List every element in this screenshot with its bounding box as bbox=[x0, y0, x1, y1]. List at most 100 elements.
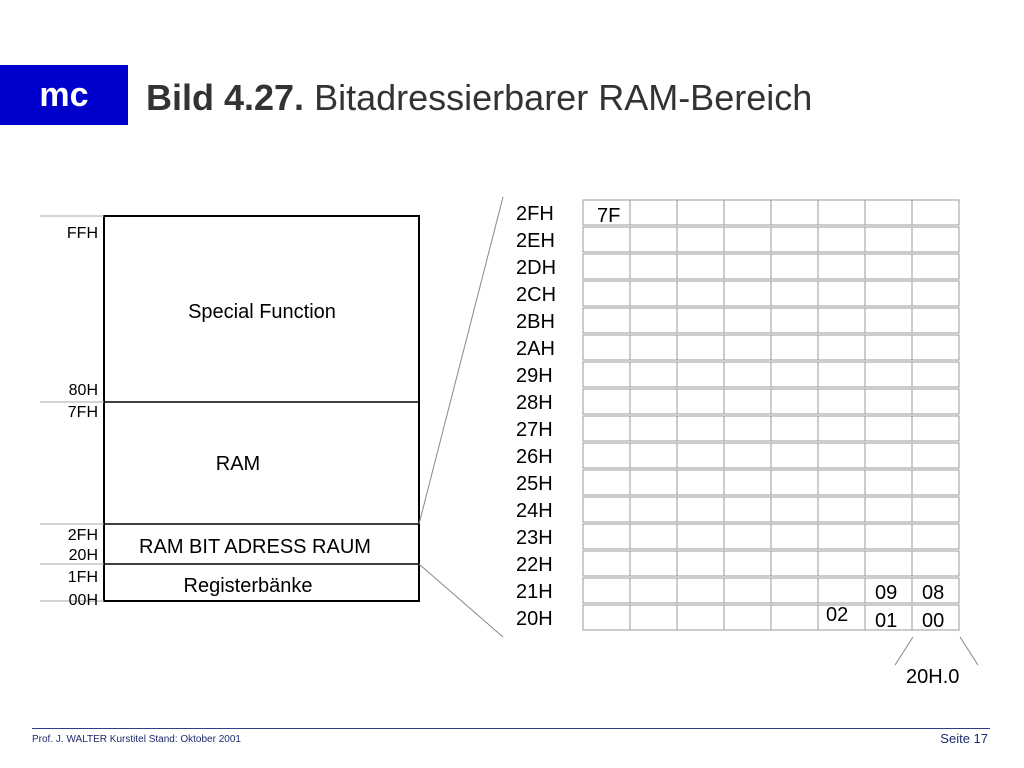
byte-address-label: 25H bbox=[516, 473, 553, 495]
bit-cell bbox=[817, 577, 866, 604]
region-label: RAM BIT ADRESS RAUM bbox=[139, 536, 371, 558]
bit-cell bbox=[582, 361, 631, 388]
bit-cell bbox=[864, 334, 913, 361]
bit-cell bbox=[629, 307, 678, 334]
logo: mc bbox=[0, 65, 128, 125]
bit-cell bbox=[676, 604, 725, 631]
bit-cell bbox=[817, 280, 866, 307]
bit-cell bbox=[629, 442, 678, 469]
bit-cell bbox=[770, 496, 819, 523]
bit-cell bbox=[864, 307, 913, 334]
bit-cell bbox=[582, 253, 631, 280]
bit-cell bbox=[723, 334, 772, 361]
bit-cell bbox=[723, 307, 772, 334]
bit-cell bbox=[629, 253, 678, 280]
bit-cell bbox=[676, 496, 725, 523]
byte-address-label: 2DH bbox=[516, 257, 556, 279]
bit-grid: 2FH2EH2DH2CH2BH2AH29H28H27H26H25H24H23H2… bbox=[516, 199, 960, 631]
byte-address-label: 2BH bbox=[516, 311, 555, 333]
bit-cell bbox=[864, 199, 913, 226]
bit-cell bbox=[723, 577, 772, 604]
bit-cell bbox=[770, 280, 819, 307]
footer-divider bbox=[32, 728, 990, 729]
byte-address-label: 2CH bbox=[516, 284, 556, 306]
bit-cell bbox=[723, 496, 772, 523]
bit-cell bbox=[770, 604, 819, 631]
bit-cell bbox=[723, 442, 772, 469]
bit-cell bbox=[911, 334, 960, 361]
address-label: FFH bbox=[67, 225, 98, 242]
bit-cell bbox=[817, 253, 866, 280]
bit-cell bbox=[676, 577, 725, 604]
byte-address-label: 23H bbox=[516, 527, 553, 549]
bit-cell bbox=[817, 550, 866, 577]
bit-cell bbox=[911, 442, 960, 469]
bit-cell bbox=[676, 550, 725, 577]
memory-map: FFH 80H 7FH 2FH 20H 1FH 00H Special Func… bbox=[40, 215, 420, 609]
bit-cell-08: 08 bbox=[922, 582, 944, 604]
bit-cell bbox=[770, 334, 819, 361]
bit-cell bbox=[676, 226, 725, 253]
bit-cell bbox=[817, 199, 866, 226]
bit-cell bbox=[911, 469, 960, 496]
bit-cell bbox=[676, 334, 725, 361]
bit-cell bbox=[770, 577, 819, 604]
bit-cell bbox=[582, 334, 631, 361]
bit-cell bbox=[676, 307, 725, 334]
bit-cell-02: 02 bbox=[826, 604, 848, 626]
bit-cell bbox=[629, 280, 678, 307]
byte-address-label: 20H bbox=[516, 608, 553, 630]
bit-cell-00: 00 bbox=[922, 610, 944, 632]
address-label: 1FH bbox=[68, 569, 98, 586]
bit-cell bbox=[723, 388, 772, 415]
bit-cell bbox=[911, 604, 960, 631]
bit-cell bbox=[817, 307, 866, 334]
bit-cell bbox=[723, 469, 772, 496]
bit-cell bbox=[629, 577, 678, 604]
title-number: Bild 4.27. bbox=[146, 77, 305, 118]
bit-cell bbox=[582, 388, 631, 415]
bit-cell bbox=[770, 469, 819, 496]
byte-address-label: 2EH bbox=[516, 230, 555, 252]
page-number: Seite 17 bbox=[940, 731, 988, 746]
bit-cell bbox=[582, 496, 631, 523]
bit-cell bbox=[911, 280, 960, 307]
bit-cell bbox=[723, 253, 772, 280]
bit-cell-01: 01 bbox=[875, 610, 897, 632]
bit-cell bbox=[582, 442, 631, 469]
byte-address-label: 22H bbox=[516, 554, 553, 576]
bit-cell bbox=[911, 550, 960, 577]
bit-pointer-line bbox=[894, 636, 914, 666]
byte-address-label: 26H bbox=[516, 446, 553, 468]
bit-cell bbox=[723, 523, 772, 550]
bit-cell bbox=[676, 253, 725, 280]
bit-cell bbox=[629, 199, 678, 226]
bit-cell bbox=[582, 226, 631, 253]
byte-address-label: 29H bbox=[516, 365, 553, 387]
bit-cell bbox=[817, 388, 866, 415]
bit-cell bbox=[817, 469, 866, 496]
bit-cell bbox=[911, 226, 960, 253]
bit-cell bbox=[582, 415, 631, 442]
bit-cell bbox=[817, 334, 866, 361]
bit-cell bbox=[864, 280, 913, 307]
byte-address-label: 24H bbox=[516, 500, 553, 522]
bit-cell bbox=[770, 388, 819, 415]
address-label: 20H bbox=[69, 547, 98, 564]
bit-cell bbox=[629, 226, 678, 253]
bit-cell bbox=[864, 361, 913, 388]
connector-line bbox=[418, 563, 504, 638]
bit-cell bbox=[770, 199, 819, 226]
byte-address-label: 28H bbox=[516, 392, 553, 414]
bit-cell bbox=[817, 226, 866, 253]
bit-cell bbox=[911, 415, 960, 442]
bit-cell bbox=[629, 496, 678, 523]
address-label: 2FH bbox=[68, 527, 98, 544]
bit-cell bbox=[817, 361, 866, 388]
bit-cell bbox=[582, 523, 631, 550]
bit-cell bbox=[582, 604, 631, 631]
bit-cell bbox=[770, 361, 819, 388]
bit-cell bbox=[911, 388, 960, 415]
bit-cell bbox=[770, 307, 819, 334]
